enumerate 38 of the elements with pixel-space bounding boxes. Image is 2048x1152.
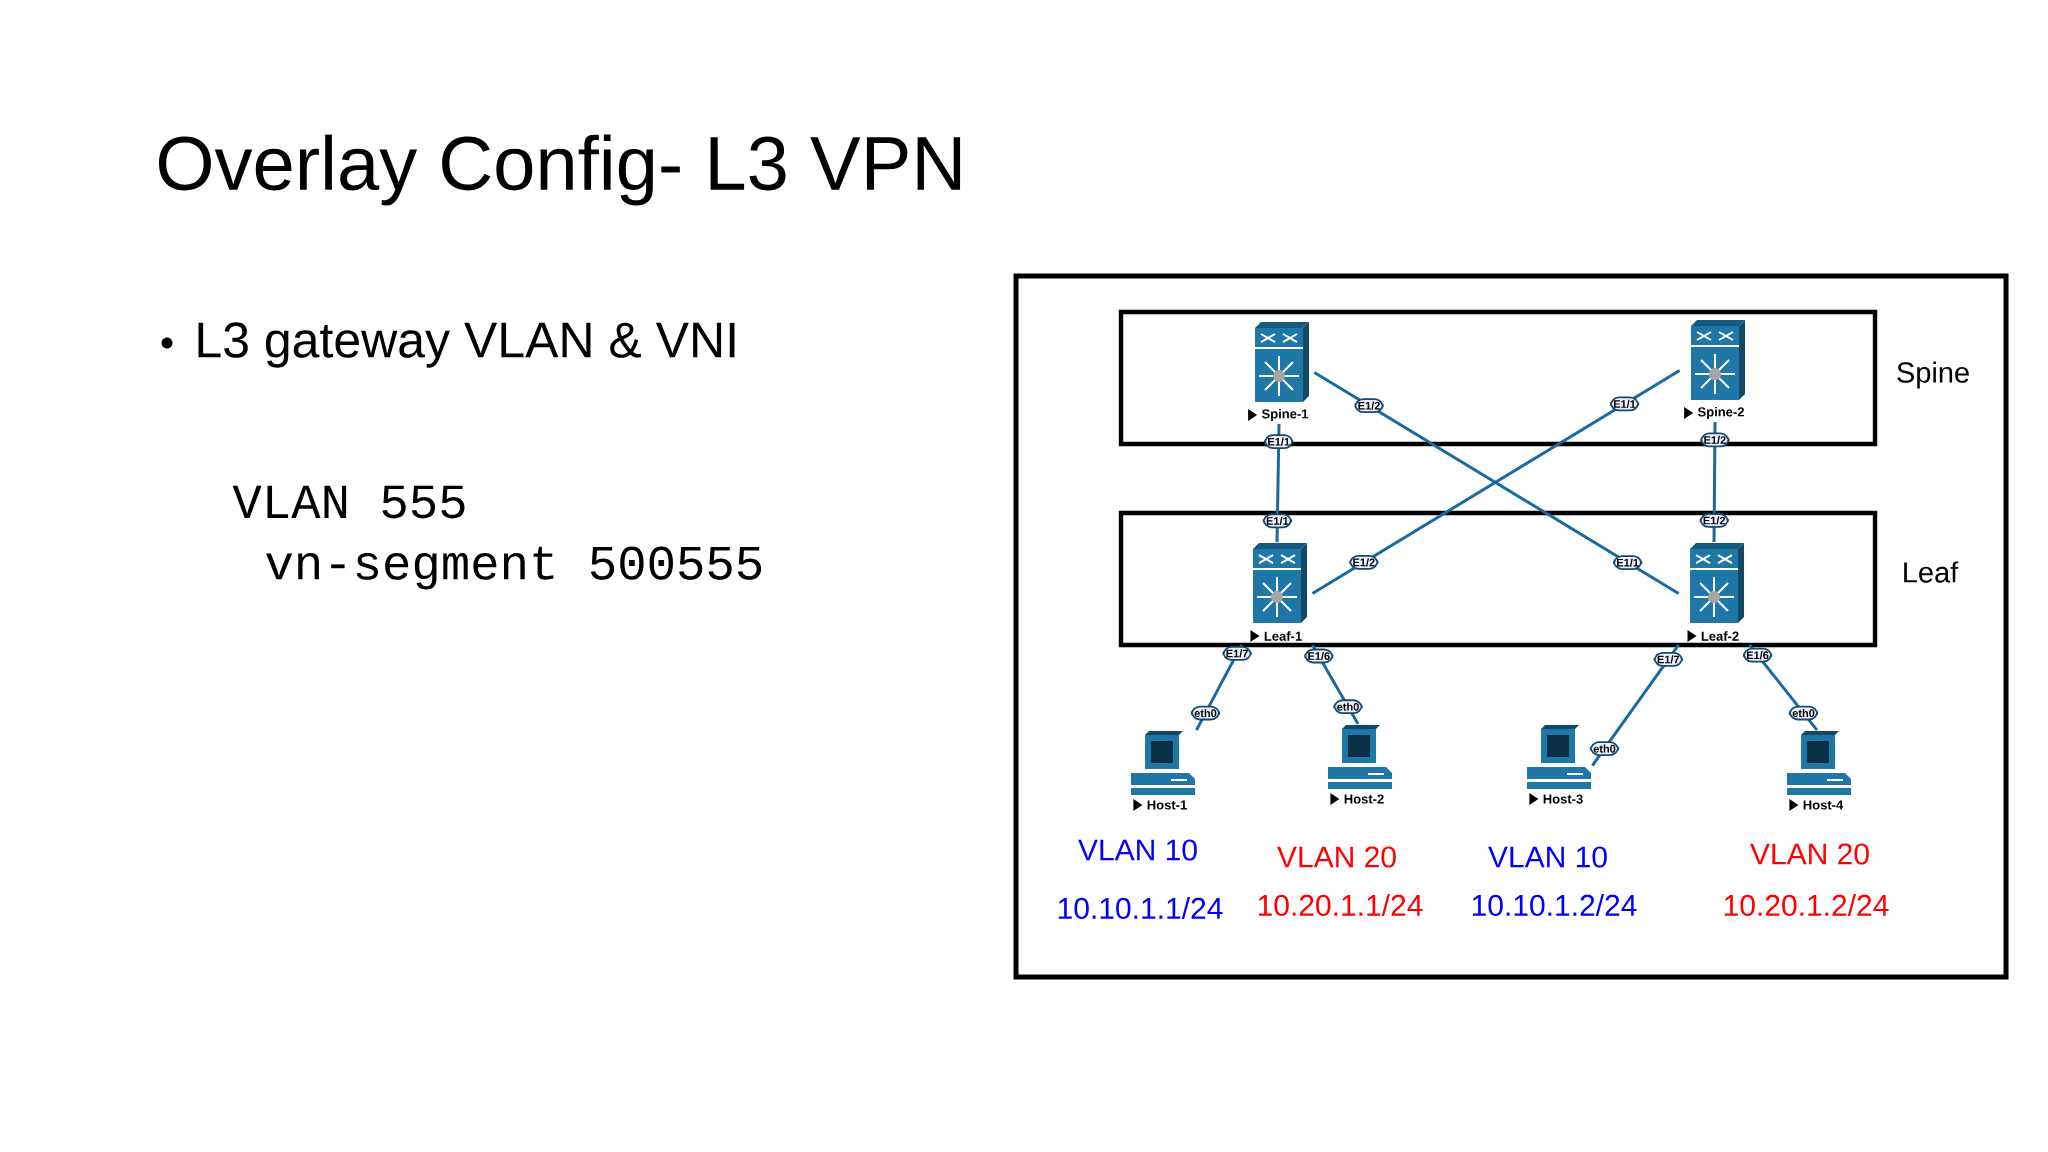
device-label: Host-1 <box>1133 799 1187 811</box>
vlan-label: 10.10.1.2/24 <box>1472 894 1637 916</box>
vlan-label: 10.20.1.2/24 <box>1724 894 1889 916</box>
device-label: Host-3 <box>1529 793 1583 805</box>
port-label: E1/2 <box>1699 513 1729 528</box>
bullet-item: L3 gateway VLAN & VNI <box>161 322 735 368</box>
port-label: E1/1 <box>1264 434 1294 450</box>
port-label: E1/2 <box>1354 398 1384 414</box>
port-label: E1/1 <box>1262 513 1292 529</box>
code-line: vn-segment 500555 <box>266 546 762 590</box>
vlan-label: VLAN 20 <box>1750 843 1869 865</box>
vlan-label: VLAN 10 <box>1488 846 1607 868</box>
port-label: E1/7 <box>1222 646 1252 661</box>
port-label: E1/6 <box>1304 648 1334 664</box>
port-label: eth0 <box>1333 699 1363 714</box>
code-line: VLAN 555 <box>232 485 465 519</box>
node-label: Spine <box>1897 361 1969 389</box>
vlan-label: VLAN 10 <box>1078 839 1197 861</box>
port-label: eth0 <box>1190 705 1221 721</box>
device-label: Leaf-2 <box>1687 630 1739 642</box>
port-label: E1/7 <box>1653 652 1683 667</box>
port-label: E1/6 <box>1742 647 1773 663</box>
title: Overlay Config- L3 VPN <box>159 134 961 206</box>
device-label: Host-2 <box>1330 793 1384 805</box>
device-label: Leaf-1 <box>1250 630 1302 642</box>
device-label: Spine-1 <box>1248 408 1309 422</box>
port-label: E1/1 <box>1609 396 1640 412</box>
port-label: E1/1 <box>1613 555 1643 570</box>
device-label: Host-4 <box>1789 799 1844 811</box>
port-label: eth0 <box>1788 705 1819 721</box>
node-label: Leaf <box>1904 561 1959 583</box>
port-label: E1/2 <box>1700 432 1730 448</box>
vlan-label: VLAN 20 <box>1277 846 1396 868</box>
vlan-label: 10.20.1.1/24 <box>1258 894 1423 916</box>
device-label: Spine-2 <box>1684 406 1744 420</box>
port-label: E1/2 <box>1349 554 1379 570</box>
port-label: eth0 <box>1589 741 1620 756</box>
vlan-label: 10.10.1.1/24 <box>1058 897 1223 919</box>
